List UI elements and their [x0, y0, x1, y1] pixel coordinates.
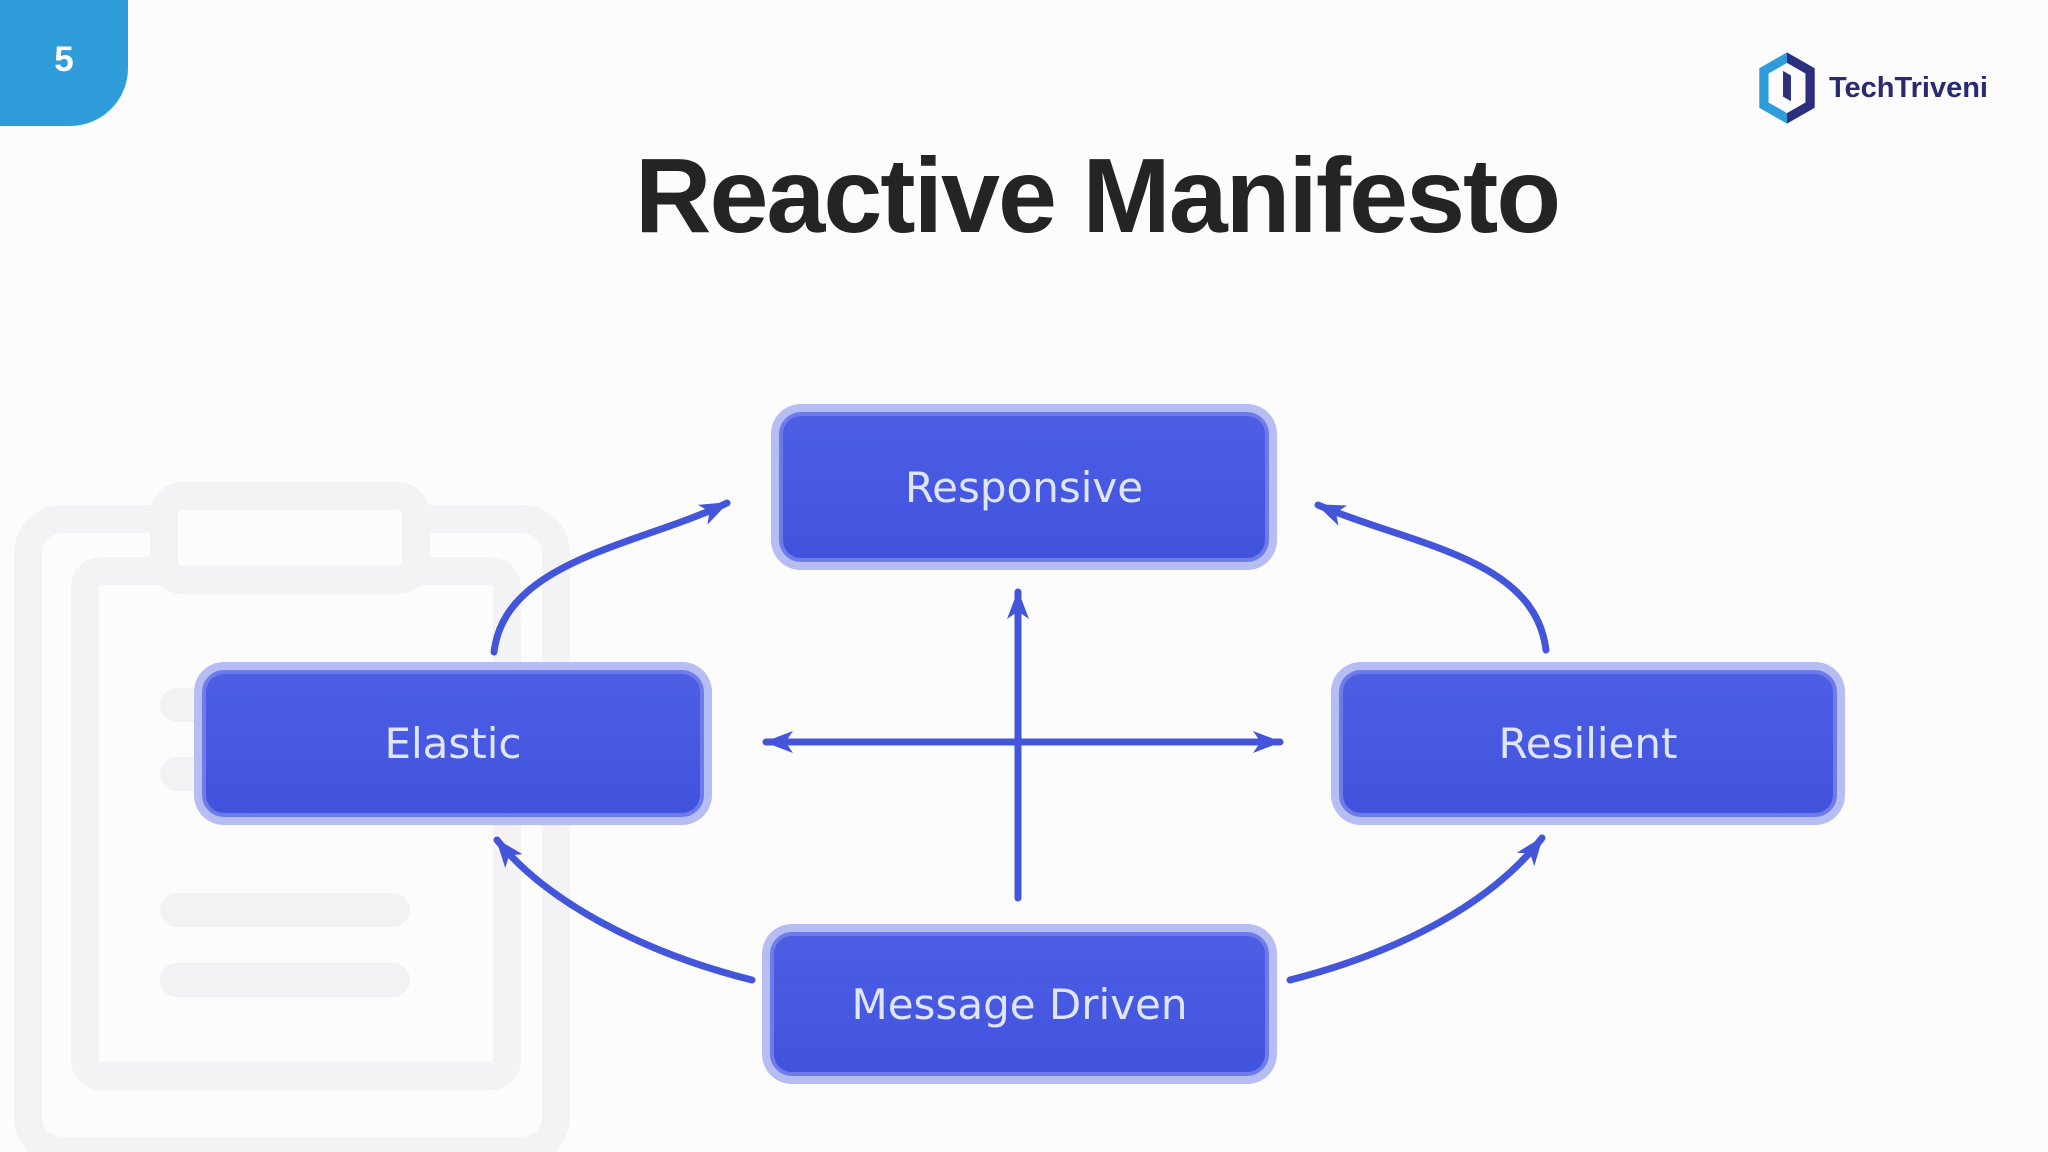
node-message-driven-inner: Message Driven [770, 932, 1269, 1076]
watermark-text-line [160, 963, 410, 997]
node-message-driven: Message Driven [762, 924, 1277, 1084]
brand-name: TechTriveni [1828, 71, 1988, 104]
node-elastic-label: Elastic [384, 719, 522, 768]
node-elastic-inner: Elastic [202, 670, 704, 817]
arrow-resilient-to-responsive [1314, 501, 1550, 654]
node-elastic: Elastic [194, 662, 712, 825]
brand-logo: TechTriveni [1754, 50, 1988, 126]
node-resilient-label: Resilient [1498, 719, 1678, 768]
watermark-clip-outline [150, 482, 430, 594]
page-number: 5 [54, 40, 74, 79]
hexagon-cube-logo-icon [1759, 52, 1815, 124]
slide-title: Reactive Manifesto [634, 137, 1561, 255]
node-responsive-label: Responsive [904, 462, 1144, 512]
watermark-text-line [160, 893, 410, 927]
arrow-elastic-to-responsive [490, 499, 731, 656]
arrow-message-driven-to-elastic [493, 836, 756, 984]
node-resilient: Resilient [1331, 662, 1845, 825]
node-responsive: Responsive [771, 404, 1277, 570]
node-message-driven-label: Message Driven [851, 979, 1188, 1029]
node-resilient-inner: Resilient [1339, 670, 1837, 817]
arrow-message-driven-to-resilient [1286, 834, 1546, 984]
node-responsive-inner: Responsive [779, 412, 1269, 562]
page-number-tab: 5 [0, 0, 128, 126]
